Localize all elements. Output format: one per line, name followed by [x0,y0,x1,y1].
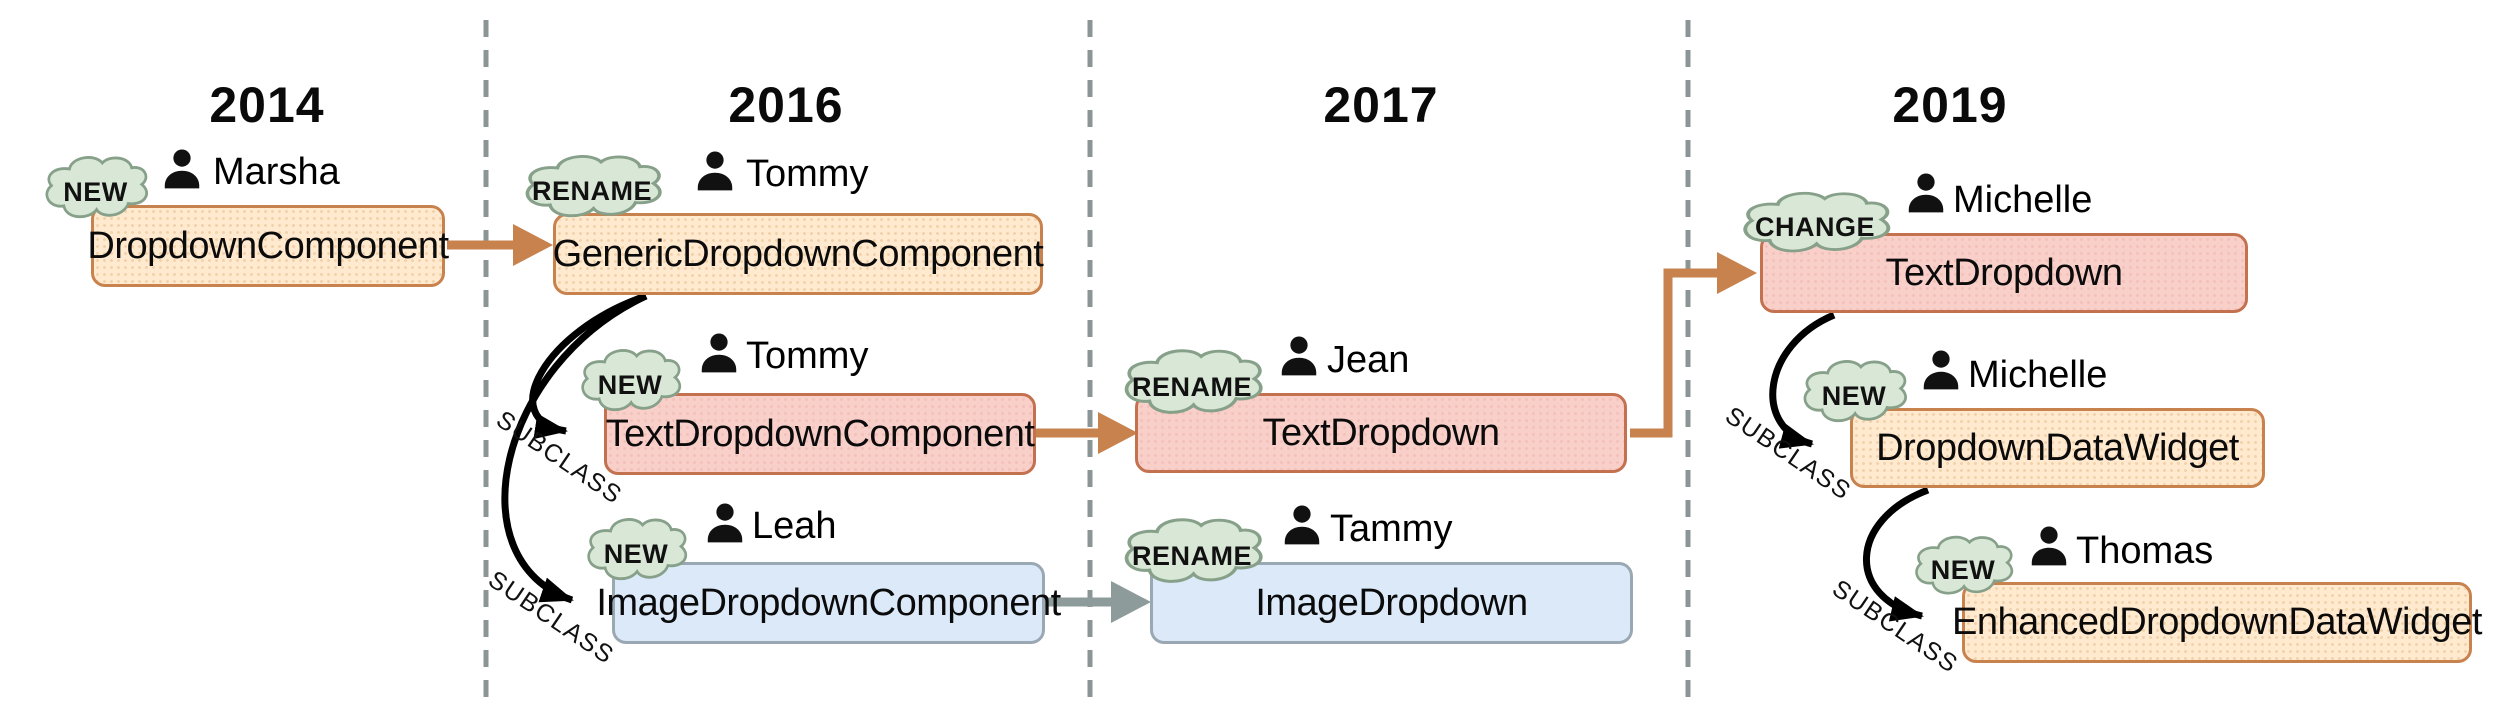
badge-label: RENAME [531,175,652,206]
badge-cloud-change: CHANGE [1734,187,1896,259]
node-imagedropdown[interactable]: ImageDropdown [1150,562,1633,644]
author-name: Tommy [746,152,869,195]
arrowhead [1098,412,1138,454]
person-icon [1919,347,1963,395]
author-name: Michelle [1968,353,2108,396]
author-name: Leah [752,504,837,547]
badge-label: NEW [603,538,669,569]
badge-cloud-rename: RENAME [1116,344,1268,421]
badge-cloud-new: NEW [581,513,691,587]
author-name: Thomas [2076,529,2214,572]
node-imagedropdowncomponent[interactable]: ImageDropdownComponent [596,562,1061,644]
subclass-curve-textdropdown-to-datawidget [1769,311,1836,449]
person-icon [703,500,747,548]
node-label: ImageDropdown [1255,581,1528,624]
node-label: DropdownComponent [87,224,449,267]
arrowhead [513,224,553,266]
person-icon [1904,170,1948,218]
node-genericdropdowncomponent[interactable]: GenericDropdownComponent [552,213,1044,295]
node-dropdowndatawidget[interactable]: DropdownDataWidget [1850,408,2265,488]
badge-label: NEW [1930,554,1996,585]
person-icon [693,148,737,196]
person-icon [1277,333,1321,381]
badge-label: RENAME [1131,371,1252,402]
badge-cloud-rename: RENAME [517,150,667,224]
year-header-2016: 2016 [728,77,844,133]
node-label: GenericDropdownComponent [552,232,1044,275]
subclass-curve-generic-to-image [501,292,648,604]
year-header-2014: 2014 [209,77,325,133]
node-dropdowncomponent[interactable]: DropdownComponent [87,205,449,287]
badge-cloud-new: NEW [1909,531,2017,601]
author-name: Tommy [746,334,869,377]
year-header-2017: 2017 [1323,77,1439,133]
author-name: Jean [1327,338,1410,381]
badge-label: RENAME [1131,540,1252,571]
node-label: TextDropdown [1885,251,2123,294]
node-label: DropdownDataWidget [1876,426,2239,469]
person-icon [2027,523,2071,571]
node-enhanceddropdowndatawidget[interactable]: EnhancedDropdownDataWidget [1952,582,2482,663]
year-header-2019: 2019 [1892,77,2008,133]
person-icon [160,146,204,194]
person-icon [697,330,741,378]
subclass-curve-datawidget-to-enhanced [1863,486,1930,622]
author-name: Michelle [1953,178,2093,221]
author-name: Marsha [213,150,340,193]
node-textdropdowncomponent[interactable]: TextDropdownComponent [604,393,1036,475]
node-label: TextDropdownComponent [605,412,1035,455]
badge-cloud-rename: RENAME [1116,513,1268,590]
arrowhead [1111,581,1151,623]
node-label: EnhancedDropdownDataWidget [1952,601,2482,643]
person-icon [1280,502,1324,550]
arrow-change-textdropdown [1630,268,1719,438]
node-label: TextDropdown [1262,411,1500,454]
node-label: ImageDropdownComponent [596,581,1061,624]
author-name: Tammy [1330,507,1453,550]
subclass-curve-generic-to-text [529,292,648,440]
badge-cloud-new: NEW [1797,355,1911,429]
badge-label: NEW [63,176,128,207]
badge-cloud-new: NEW [39,151,152,225]
badge-label: CHANGE [1754,211,1875,242]
arrowhead [1717,252,1757,294]
badge-label: NEW [1821,380,1887,411]
badge-label: NEW [597,369,663,400]
badge-cloud-new: NEW [575,344,685,418]
